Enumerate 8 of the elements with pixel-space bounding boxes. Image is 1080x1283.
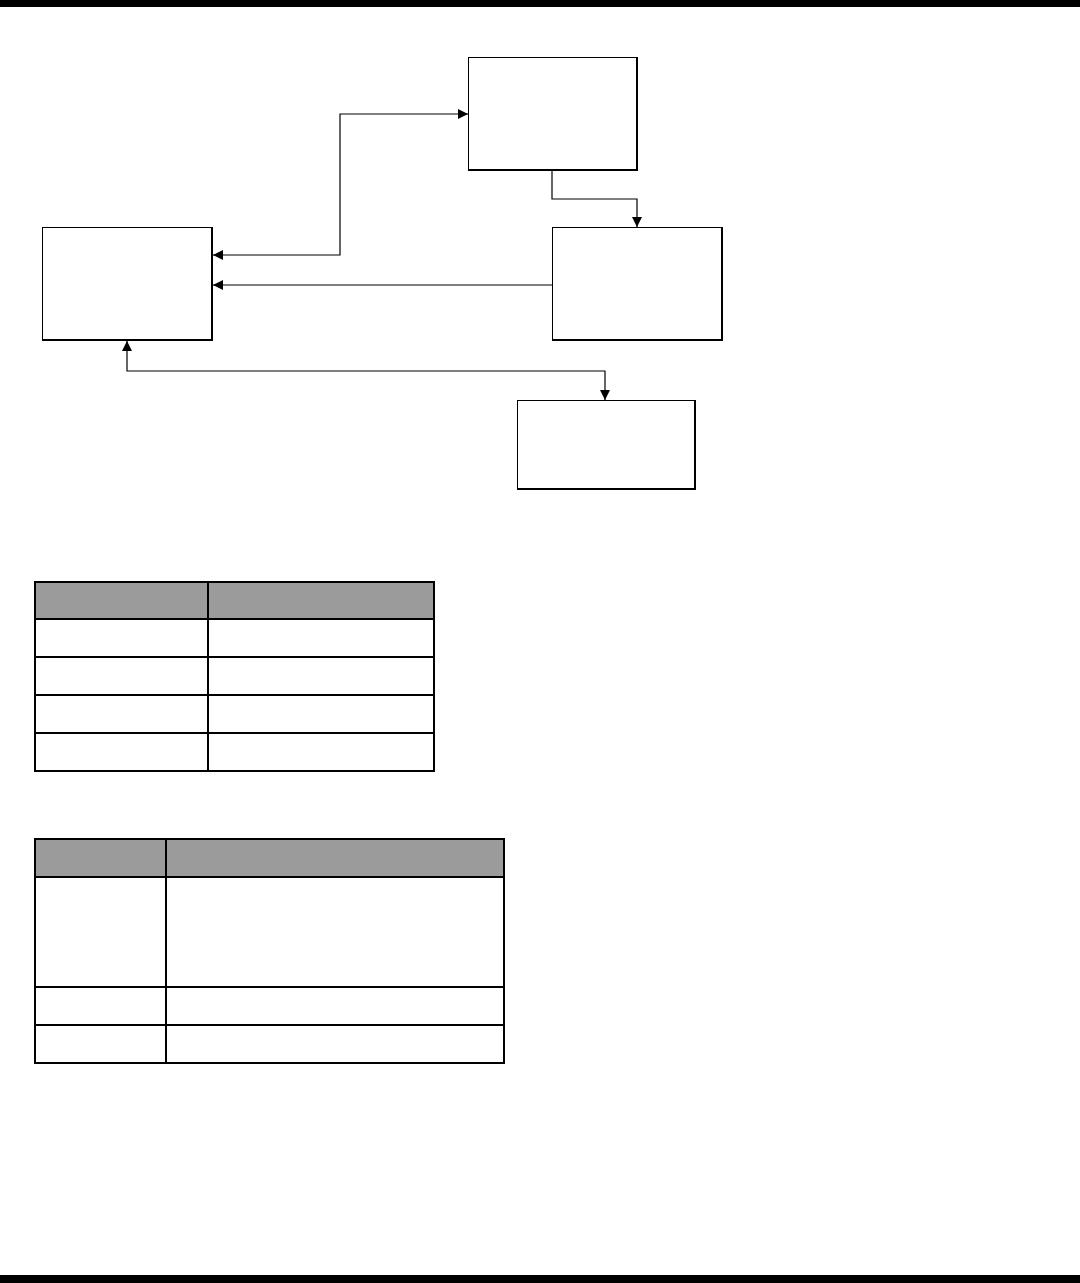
process-box: [468, 57, 638, 171]
process-box: [42, 227, 213, 341]
process-box: [552, 227, 723, 341]
connector-arrow: [212, 280, 553, 290]
connector-arrow: [212, 109, 469, 260]
connector-arrow: [551, 170, 642, 228]
connector-arrow: [122, 340, 610, 401]
process-box: [517, 400, 696, 490]
